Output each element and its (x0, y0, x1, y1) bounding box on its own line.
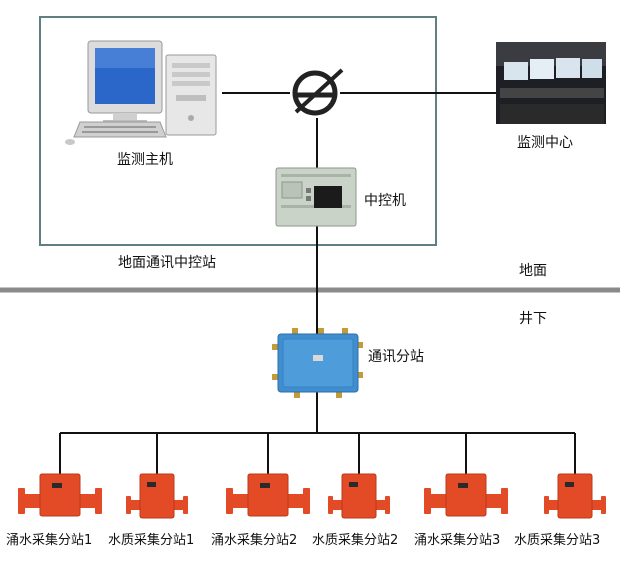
station-label: 涌水采集分站3 (414, 533, 501, 548)
quality-station-icon (328, 473, 390, 519)
label-ground: 地面 (519, 263, 547, 279)
quality-station-icon (544, 473, 606, 519)
label-comm-substation: 通讯分站 (368, 349, 424, 365)
flow-station-icon (18, 473, 102, 517)
industrial-pc-icon (275, 167, 357, 227)
label-central-control: 中控机 (364, 193, 406, 209)
station-label: 水质采集分站3 (514, 533, 601, 548)
label-ground-station: 地面通讯中控站 (118, 255, 216, 271)
station-icons (18, 473, 606, 519)
station-drops (59, 433, 576, 474)
computer-icon (65, 40, 217, 145)
junction-box-icon (272, 328, 363, 398)
station-label: 涌水采集分站1 (6, 533, 93, 548)
ground-station-frame (39, 16, 437, 246)
label-underground: 井下 (519, 311, 547, 327)
network-icon (292, 68, 344, 116)
station-label: 水质采集分站2 (312, 533, 399, 548)
control-room-image (496, 42, 606, 124)
station-label: 水质采集分站1 (108, 533, 195, 548)
label-monitor-center: 监测中心 (517, 135, 573, 151)
station-label: 涌水采集分站2 (211, 533, 298, 548)
quality-station-icon (126, 473, 188, 519)
label-monitor-host: 监测主机 (117, 152, 173, 168)
flow-station-icon (226, 473, 310, 517)
flow-station-icon (424, 473, 508, 517)
